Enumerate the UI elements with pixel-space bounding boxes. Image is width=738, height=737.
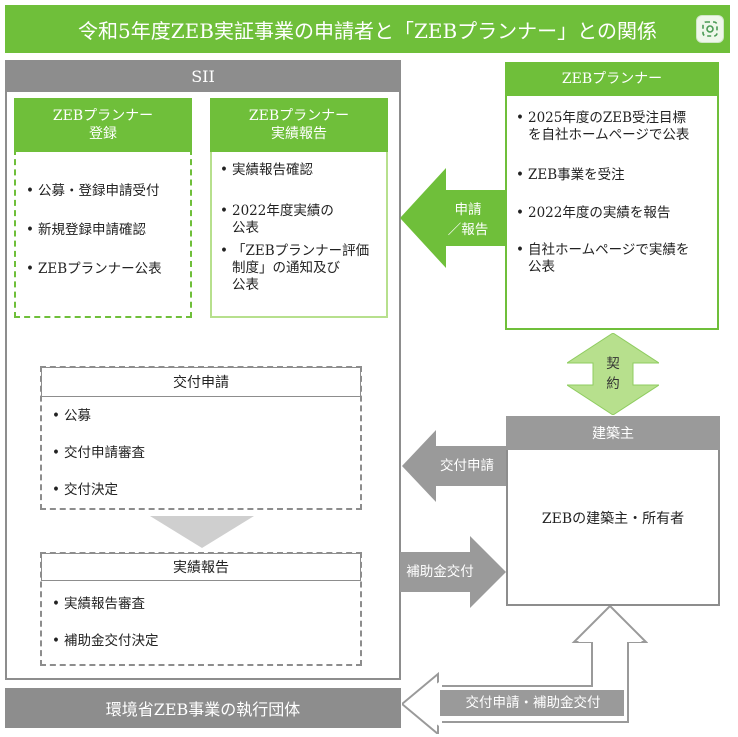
- sii-label: SII: [191, 66, 215, 86]
- list-item-line: 公表: [232, 277, 259, 293]
- contract-label: 契 約: [597, 354, 629, 394]
- list-item-line: 2022年度の実績を報告: [528, 205, 671, 221]
- planner-report-title-line1: ZEBプランナー: [248, 108, 350, 124]
- down-chevron-icon: [150, 516, 254, 548]
- planner-panel-list: 2025年度のZEB受注目標 を自社ホームページで公表 ZEB事業を受注 202…: [516, 110, 716, 320]
- grant-application-header: 交付申請: [41, 367, 361, 397]
- contract-label-line2: 約: [606, 376, 620, 392]
- planner-report-list: 実績報告確認 2022年度実績の 公表 「ZEBプランナー評価 制度」の通知及び…: [220, 160, 386, 310]
- bent-arrow-fill: [440, 690, 624, 716]
- bent-arrow-label: 交付申請・補助金交付: [446, 693, 620, 713]
- list-item-line: 制度」の通知及び: [232, 260, 340, 276]
- planner-report-header: ZEBプランナー 実績報告: [210, 98, 388, 152]
- list-item-line: 2022年度実績の: [232, 203, 334, 219]
- subsidy-arrow-label: 補助金交付: [404, 562, 476, 582]
- list-item: 2022年度の実績を報告: [516, 205, 670, 222]
- list-item: 公募: [52, 408, 91, 425]
- list-item: 補助金交付決定: [52, 633, 159, 650]
- subsidy-arrow-text: 補助金交付: [406, 564, 474, 580]
- list-item: 交付申請審査: [52, 445, 145, 462]
- apply-report-arrow-icon: [400, 168, 506, 268]
- planner-panel-title: ZEBプランナー: [561, 71, 663, 87]
- apply-report-label-line1: 申請: [454, 202, 482, 218]
- list-item: 2025年度のZEB受注目標 を自社ホームページで公表: [516, 110, 689, 144]
- owner-body: ZEBの建築主・所有者: [506, 508, 720, 528]
- registration-header: ZEBプランナー 登録: [14, 98, 192, 152]
- planner-panel-header: ZEBプランナー: [505, 62, 719, 96]
- list-item-line: を自社ホームページで公表: [528, 127, 690, 143]
- list-item: 新規登録申請確認: [26, 222, 146, 239]
- performance-report-header: 実績報告: [41, 553, 361, 581]
- list-item-line: 実績報告確認: [232, 162, 313, 178]
- contract-label-line1: 契: [606, 356, 620, 372]
- list-item-line: 公表: [232, 220, 259, 236]
- grant-application-list: 公募 交付申請審査 交付決定: [52, 408, 352, 504]
- list-item-line: 「ZEBプランナー評価: [232, 243, 370, 259]
- page-title-text: 令和5年度ZEB実証事業の申請者と「ZEBプランナー」との関係: [78, 18, 657, 43]
- apply-report-label-line2: ／報告: [447, 222, 489, 238]
- sii-header: SII: [5, 60, 401, 92]
- executing-organization-bar: 環境省ZEB事業の執行団体: [5, 688, 401, 728]
- owner-body-text: ZEBの建築主・所有者: [541, 511, 685, 527]
- apply-report-label: 申請 ／報告: [436, 200, 500, 240]
- contract-arrow-icon: [567, 333, 659, 415]
- list-item: 公募・登録申請受付: [26, 183, 160, 200]
- registration-list: 公募・登録申請受付 新規登録申請確認 ZEBプランナー公表: [26, 175, 192, 295]
- planner-report-title-line2: 実績報告: [271, 126, 327, 142]
- list-item: ZEB事業を受注: [516, 167, 625, 184]
- list-item: 実績報告審査: [52, 596, 145, 613]
- list-item: 2022年度実績の 公表: [220, 203, 334, 237]
- list-item-line: ZEB事業を受注: [528, 167, 625, 183]
- registration-title-line1: ZEBプランナー: [52, 108, 154, 124]
- page-title: 令和5年度ZEB実証事業の申請者と「ZEBプランナー」との関係: [5, 5, 730, 53]
- list-item-line: 2025年度のZEB受注目標: [528, 110, 687, 126]
- owner-header: 建築主: [506, 416, 720, 450]
- performance-report-title: 実績報告: [173, 560, 229, 576]
- list-item: ZEBプランナー公表: [26, 261, 162, 278]
- list-item-line: 公表: [528, 259, 555, 275]
- settings-camera-icon[interactable]: [696, 15, 724, 43]
- list-item: 自社ホームページで実績を 公表: [516, 242, 689, 276]
- bent-arrow-text: 交付申請・補助金交付: [465, 695, 601, 711]
- owner-title: 建築主: [592, 426, 634, 442]
- grant-application-arrow-icon: [402, 430, 506, 502]
- list-item: 交付決定: [52, 482, 118, 499]
- list-item-line: 自社ホームページで実績を: [528, 242, 690, 258]
- grant-application-title: 交付申請: [173, 375, 229, 391]
- grant-application-arrow-text: 交付申請: [440, 458, 494, 474]
- list-item: 実績報告確認: [220, 162, 313, 179]
- planner-panel: [505, 62, 719, 330]
- list-item: 「ZEBプランナー評価 制度」の通知及び 公表: [220, 243, 369, 294]
- registration-title-line2: 登録: [89, 126, 117, 142]
- subsidy-arrow-icon: [400, 536, 506, 608]
- executing-organization-label: 環境省ZEB事業の執行団体: [105, 700, 301, 719]
- grant-application-arrow-label: 交付申請: [432, 456, 502, 476]
- performance-report-list: 実績報告審査 補助金交付決定: [52, 596, 352, 656]
